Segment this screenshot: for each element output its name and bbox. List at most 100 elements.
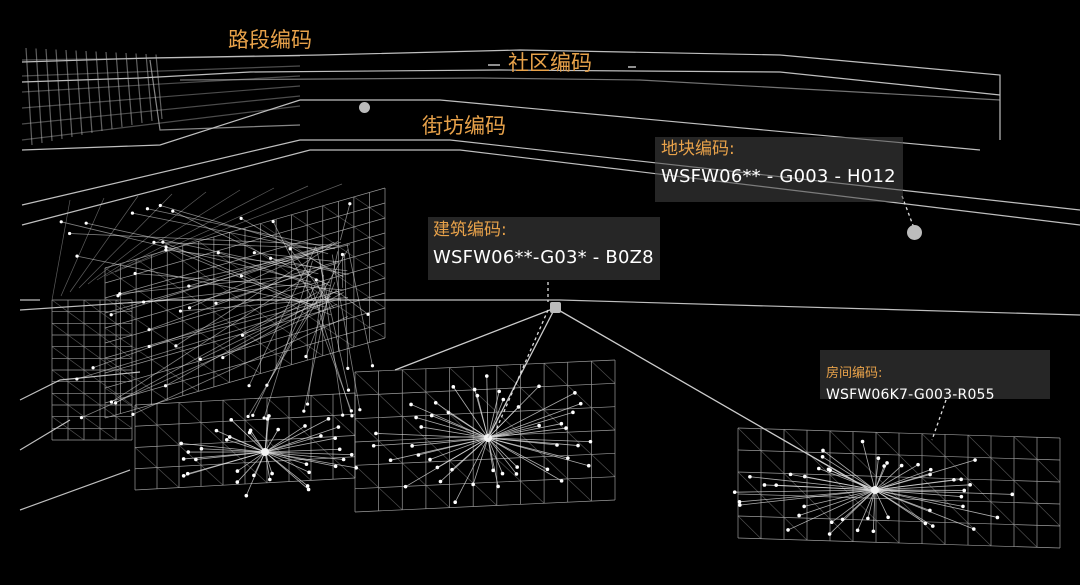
room-ray <box>253 451 266 476</box>
room-ray <box>86 222 319 275</box>
wire-line <box>378 487 403 511</box>
room-point <box>555 443 559 447</box>
room-ray <box>776 484 876 491</box>
room-point <box>514 472 519 476</box>
room-point <box>500 471 505 476</box>
room-ray <box>440 437 489 482</box>
room-point <box>303 424 307 428</box>
room-point <box>885 461 889 465</box>
wire-line <box>275 353 292 365</box>
room-ray <box>739 489 876 506</box>
room-ray <box>132 212 313 250</box>
wire-line <box>567 478 592 502</box>
room-ray <box>487 425 540 439</box>
room-ray <box>405 437 489 488</box>
room-point <box>235 480 240 484</box>
room-ray <box>264 426 339 453</box>
room-point <box>164 245 168 249</box>
room-point <box>152 240 156 244</box>
wire-line <box>83 416 101 429</box>
block-outline <box>179 77 1001 101</box>
wire-line <box>115 299 133 312</box>
room-point <box>972 527 976 531</box>
room-ray <box>264 451 308 487</box>
room-point <box>578 401 583 406</box>
room-ray <box>149 299 330 347</box>
street-grid-line <box>105 51 113 130</box>
wire-line <box>967 478 992 503</box>
room-point <box>816 466 821 471</box>
wire-line <box>120 368 137 380</box>
room-ray <box>874 489 926 524</box>
room-ray <box>76 255 325 308</box>
wire-line <box>67 428 85 441</box>
room-ray <box>487 385 540 439</box>
room-ray <box>872 489 876 532</box>
room-ray <box>857 489 876 531</box>
wire-line <box>244 332 261 344</box>
wire-line <box>783 473 808 497</box>
room-point <box>414 415 418 420</box>
parcel-outline <box>21 139 1080 211</box>
wire-line <box>760 494 785 518</box>
room-code-callout: 房间编码: WSFW06K7-G003-R055 <box>820 350 1050 403</box>
wire-line <box>156 467 180 488</box>
room-ray <box>189 241 335 309</box>
room-point <box>240 333 245 337</box>
parcel-outline <box>19 469 131 511</box>
ground-planes <box>19 47 1080 511</box>
room-point <box>738 503 742 507</box>
room-ray <box>264 451 344 460</box>
wire-line <box>167 369 183 382</box>
room-point <box>163 384 168 388</box>
room-point <box>973 458 977 462</box>
wire-line <box>875 432 900 456</box>
wire-line <box>354 499 616 513</box>
wire-line <box>543 363 568 386</box>
room-point <box>252 473 256 478</box>
wire-line <box>898 498 923 522</box>
room-point <box>349 452 354 457</box>
room-ray <box>487 392 576 439</box>
wire-line <box>402 369 427 393</box>
room-ray <box>487 437 494 471</box>
room-ray <box>264 451 352 456</box>
room-point <box>501 397 506 402</box>
wire-line <box>67 311 85 324</box>
wire-line <box>120 398 137 410</box>
room-ray <box>454 437 489 503</box>
room-ray <box>452 386 489 439</box>
wire-line <box>244 302 261 314</box>
room-ray <box>375 433 489 439</box>
street-grid-line <box>21 65 301 77</box>
room-ray <box>165 290 337 387</box>
wire-line <box>244 272 261 284</box>
room-point <box>419 425 424 429</box>
street-grid-line <box>85 50 93 134</box>
room-point <box>133 271 137 276</box>
room-ray <box>252 284 316 416</box>
road-outline <box>21 49 1001 140</box>
wire-line <box>83 299 101 312</box>
room-ray <box>474 389 489 439</box>
room-ray <box>331 254 361 410</box>
room-point <box>515 465 519 469</box>
wire-line <box>369 237 386 249</box>
parcel-outline <box>21 149 1080 226</box>
wireframe-building-left-low <box>134 392 356 491</box>
room-point <box>59 220 63 224</box>
room-ray <box>874 469 931 491</box>
wire-line <box>307 224 323 237</box>
room-ray <box>429 437 489 460</box>
room-code-value: WSFW06K7-G003-R055 <box>826 387 995 403</box>
room-ray <box>153 241 318 249</box>
wire-line <box>783 429 808 453</box>
room-ray <box>487 423 562 439</box>
room-ray <box>264 418 268 453</box>
room-point <box>586 463 591 468</box>
room-point <box>774 483 778 487</box>
wire-line <box>266 397 290 419</box>
wire-line <box>244 362 261 374</box>
wire-line <box>353 316 370 328</box>
room-ray <box>226 439 266 453</box>
